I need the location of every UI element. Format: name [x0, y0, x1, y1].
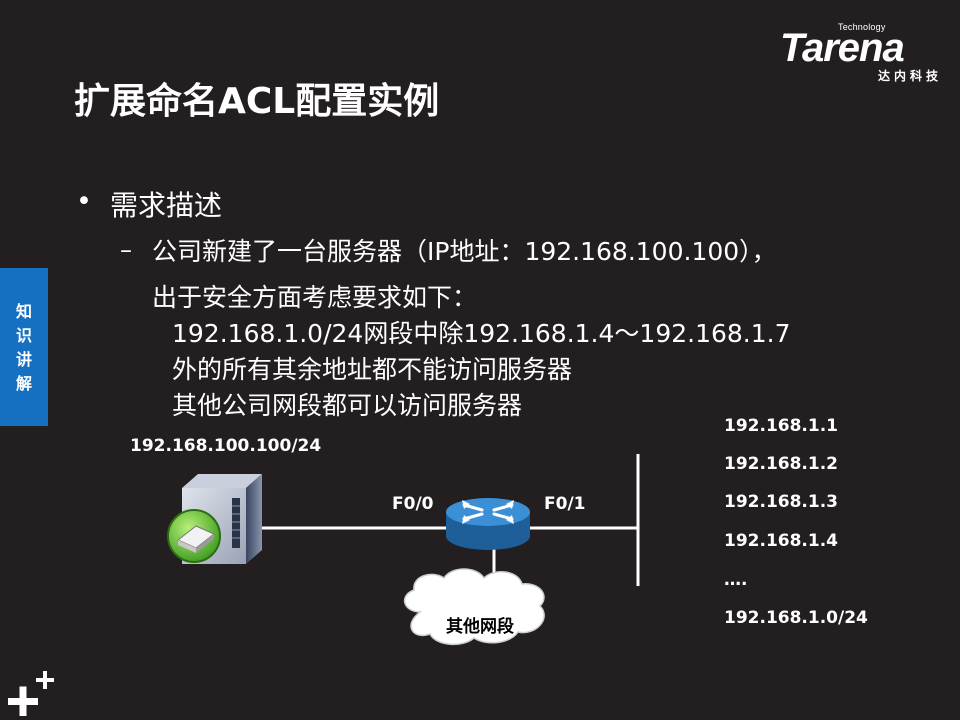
side-tab: 知 识 讲 解: [0, 268, 48, 426]
router-icon: [446, 498, 530, 550]
bullet-heading: 需求描述: [110, 189, 223, 222]
lan-network-label: 192.168.1.0/24: [724, 608, 868, 628]
logo-technology-text: Technology: [838, 22, 886, 32]
requirement-line-4: 外的所有其余地址都不能访问服务器: [172, 355, 573, 384]
requirement-line-2: 出于安全方面考虑要求如下：: [152, 283, 478, 312]
host-ip-1: 192.168.1.1: [724, 416, 839, 436]
slide-title: 扩展命名ACL配置实例: [74, 81, 440, 122]
cloud-label: 其他网段: [446, 617, 514, 637]
cloud-icon: [403, 568, 545, 646]
interface-f01-label: F0/1: [544, 494, 586, 514]
logo-brand-text: Tarena: [780, 26, 905, 70]
plus-decoration-icon: [8, 671, 54, 716]
requirement-line-3: 192.168.1.0/24网段中除192.168.1.4～192.168.1.…: [172, 319, 791, 348]
host-ip-3: 192.168.1.3: [724, 492, 839, 512]
requirement-line-5: 其他公司网段都可以访问服务器: [172, 391, 523, 420]
scanner-badge-icon: [167, 509, 221, 563]
server-ip-label: 192.168.100.100/24: [130, 436, 322, 456]
logo-chinese-text: 达内科技: [877, 69, 942, 83]
side-tab-label: 知 识 讲 解: [15, 302, 32, 393]
interface-f00-label: F0/0: [392, 494, 434, 514]
sub-bullet-dash: –: [120, 236, 132, 264]
host-ip-4: 192.168.1.4: [724, 531, 839, 551]
requirement-line-1: 公司新建了一台服务器（IP地址：192.168.100.100），: [152, 237, 777, 266]
bullet-dot: •: [76, 186, 92, 217]
tarena-logo: Technology Tarena 达内科技: [780, 22, 950, 83]
host-ellipsis: ….: [724, 570, 748, 590]
host-ip-2: 192.168.1.2: [724, 454, 839, 474]
